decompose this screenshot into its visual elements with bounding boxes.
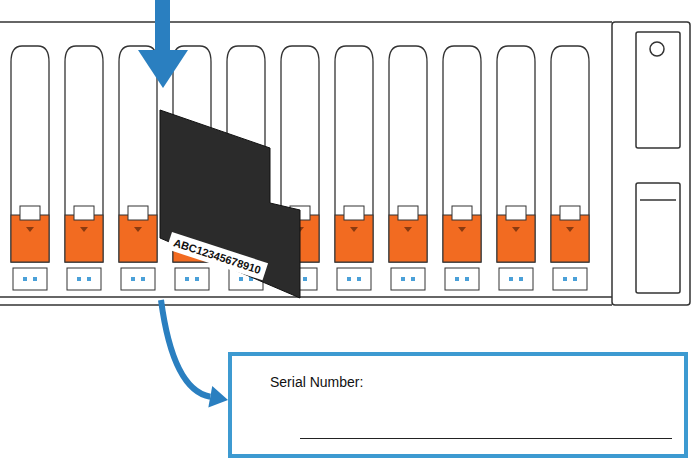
drive-handle (551, 46, 589, 262)
latch-tab (74, 206, 94, 220)
led (239, 277, 243, 281)
drive-bay (389, 46, 427, 290)
led-box (121, 268, 155, 290)
tag-body (160, 110, 300, 298)
led (455, 277, 459, 281)
latch-mark (80, 227, 88, 232)
led-box (13, 268, 47, 290)
drive-latch (335, 215, 373, 262)
latch-mark (134, 227, 142, 232)
drive-latch (389, 215, 427, 262)
led (411, 277, 415, 281)
led (509, 277, 513, 281)
server-chassis (0, 22, 690, 305)
led (87, 277, 91, 281)
drive-bay (11, 46, 49, 290)
down-arrow (138, 0, 188, 88)
drive-handle (443, 46, 481, 262)
led (141, 277, 145, 281)
latch-mark (512, 227, 520, 232)
drive-latch (65, 215, 103, 262)
led (23, 277, 27, 281)
led (131, 277, 135, 281)
latch-tab (20, 206, 40, 220)
drive-latch (11, 215, 49, 262)
led (357, 277, 361, 281)
latch-mark (566, 227, 574, 232)
led-box (175, 268, 209, 290)
led (33, 277, 37, 281)
latch-mark (458, 227, 466, 232)
led (573, 277, 577, 281)
drive-bay (443, 46, 481, 290)
led (303, 277, 307, 281)
latch-tab (398, 206, 418, 220)
latch-mark (404, 227, 412, 232)
latch-tab (452, 206, 472, 220)
drive-handle (65, 46, 103, 262)
led-box (337, 268, 371, 290)
led (347, 277, 351, 281)
drive-bay (551, 46, 589, 290)
drive-latch (497, 215, 535, 262)
drive-bay (497, 46, 535, 290)
led (77, 277, 81, 281)
led (185, 277, 189, 281)
drive-bay (119, 46, 157, 290)
led-box (391, 268, 425, 290)
drive-handle (11, 46, 49, 262)
latch-tab (344, 206, 364, 220)
drive-latch (443, 215, 481, 262)
led-box (553, 268, 587, 290)
led (465, 277, 469, 281)
latch-mark (26, 227, 34, 232)
latch-tab (128, 206, 148, 220)
led (195, 277, 199, 281)
led-box (67, 268, 101, 290)
tag-outline (158, 108, 303, 300)
led-box (445, 268, 479, 290)
led (519, 277, 523, 281)
drive-handle (119, 46, 157, 262)
drive-handle (335, 46, 373, 262)
write-in-line (300, 438, 672, 439)
led-box (499, 268, 533, 290)
serial-pull-tag: ABC12345678910 (158, 108, 303, 300)
field-label: Serial Number: (270, 374, 363, 390)
arrow-head (208, 386, 228, 408)
drive-latch (119, 215, 157, 262)
latch-tab (560, 206, 580, 220)
led (563, 277, 567, 281)
drive-bay (335, 46, 373, 290)
drive-latch (551, 215, 589, 262)
drive-bay (65, 46, 103, 290)
led (401, 277, 405, 281)
latch-mark (350, 227, 358, 232)
latch-tab (506, 206, 526, 220)
curved-arrow (161, 300, 210, 397)
serial-number-box: Serial Number: (228, 352, 688, 458)
drive-handle (389, 46, 427, 262)
drive-handle (497, 46, 535, 262)
